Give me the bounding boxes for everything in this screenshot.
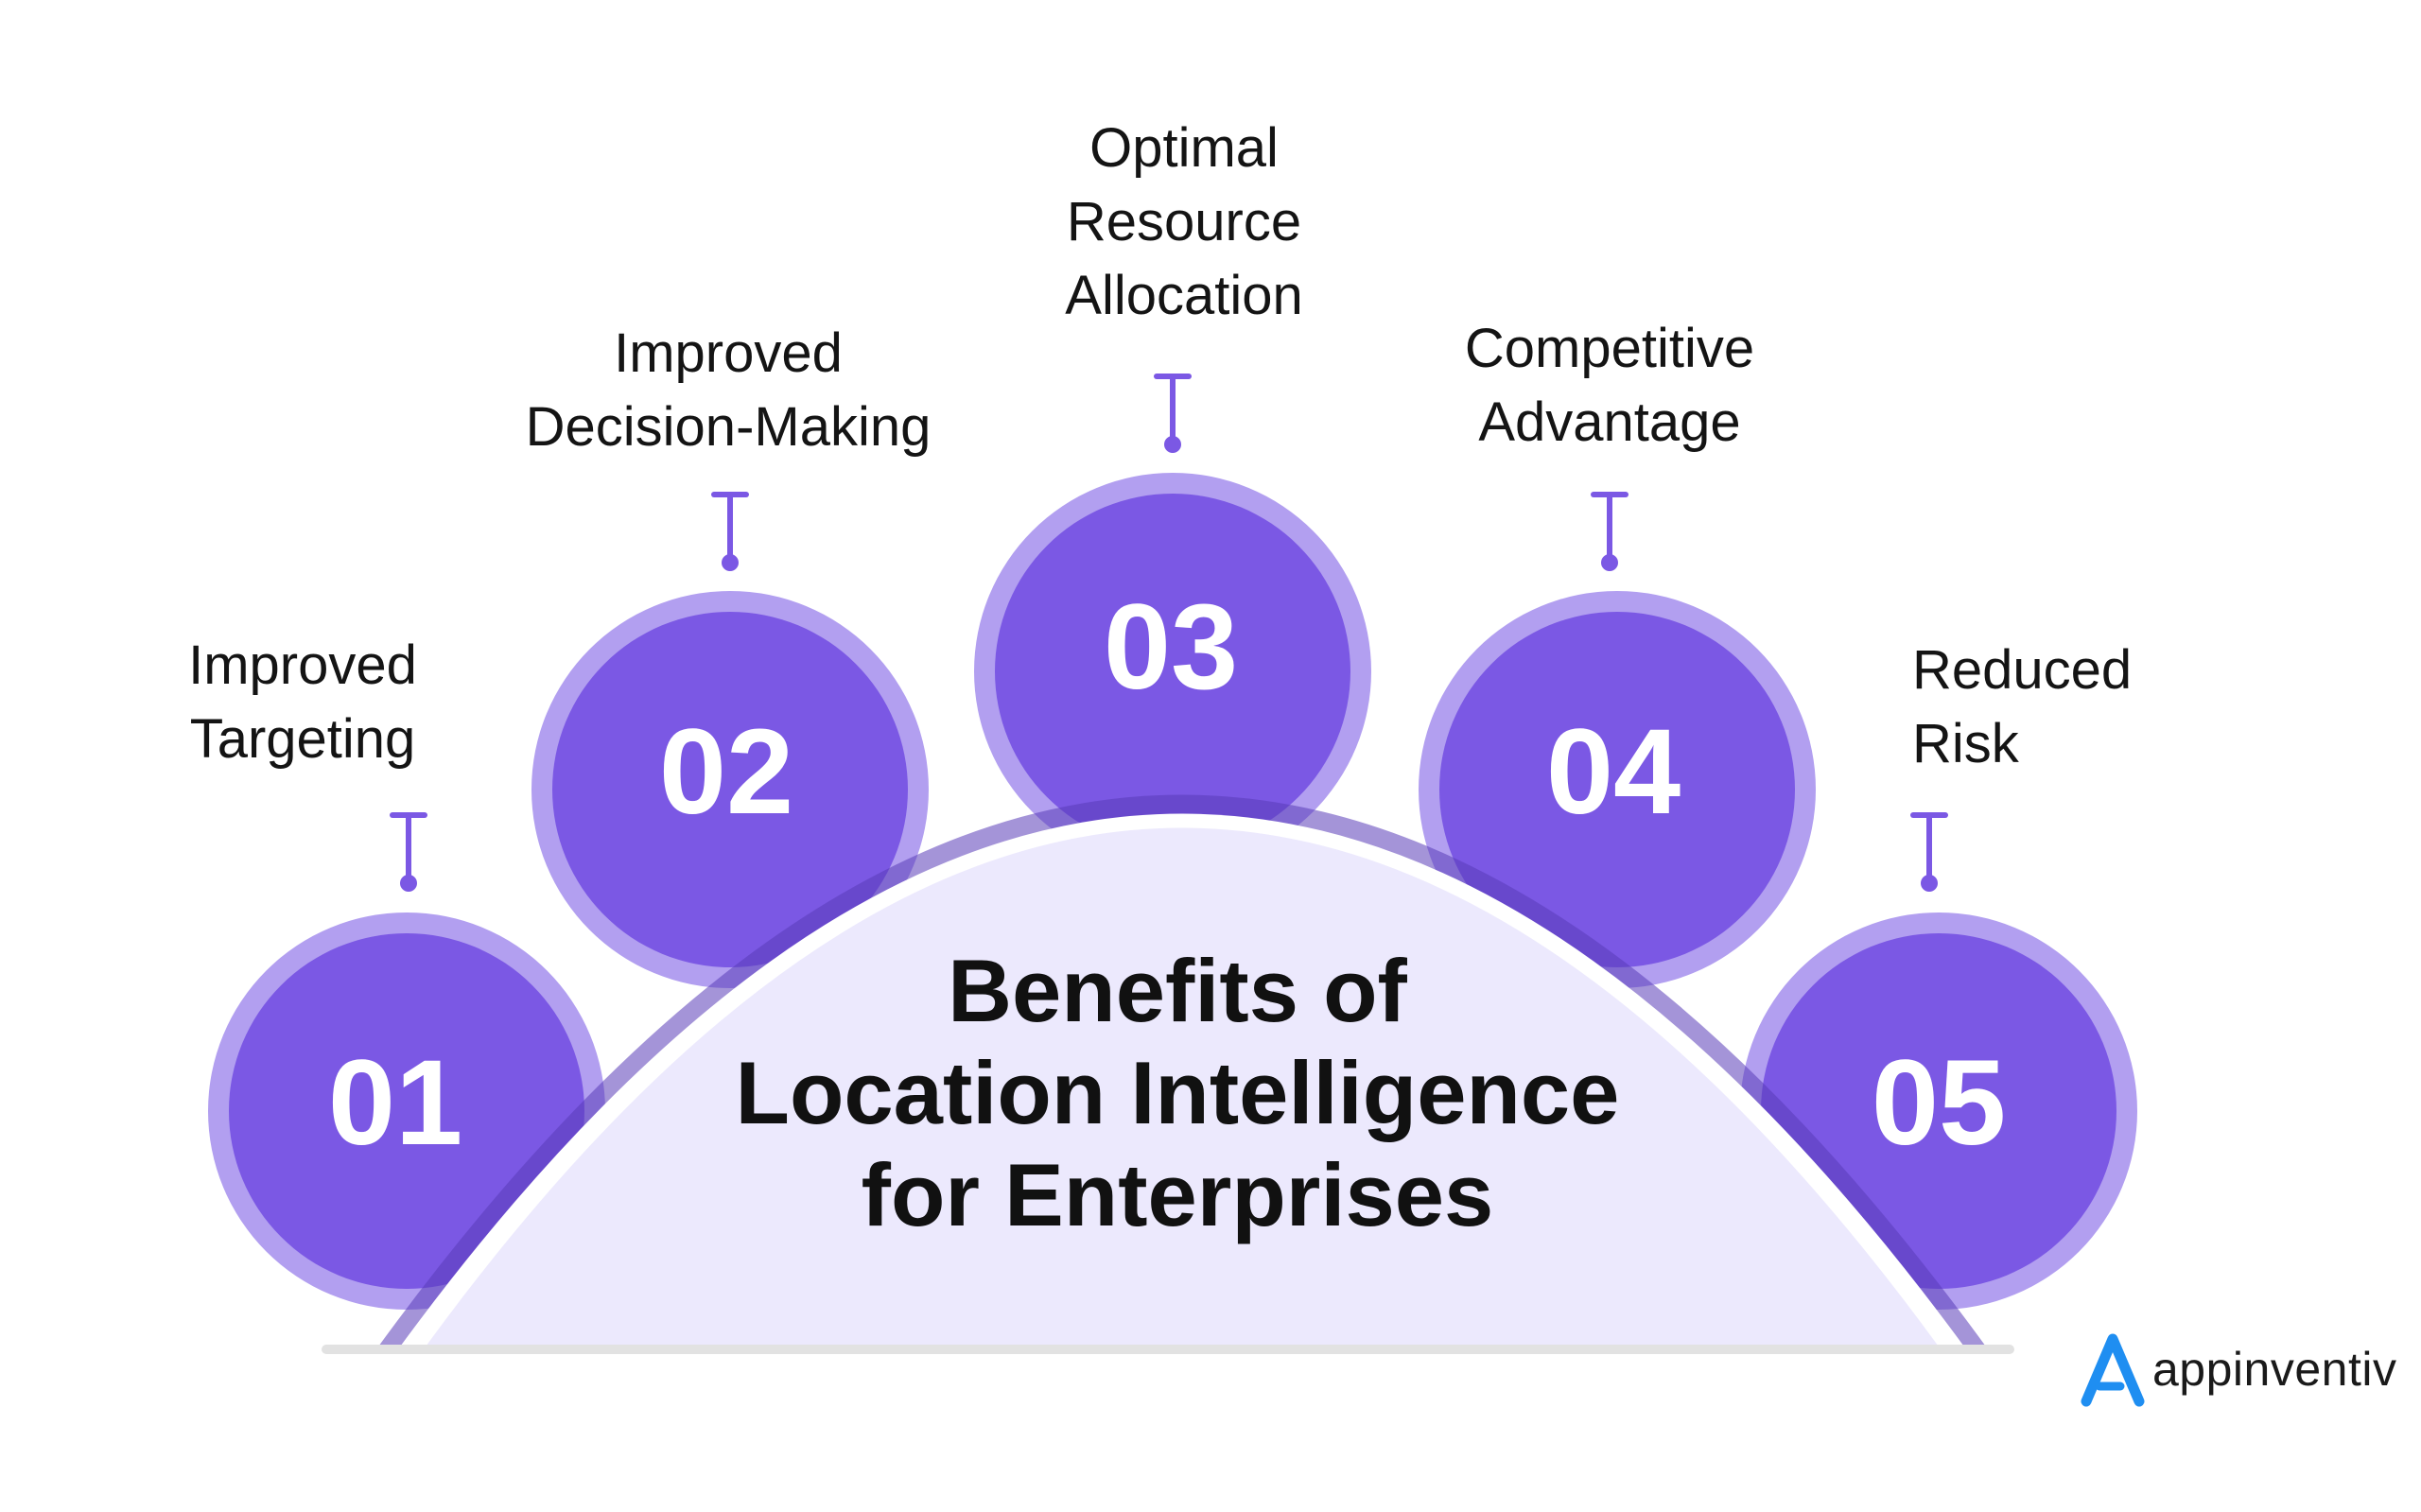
step-label-03-line-1: Optimal bbox=[1089, 117, 1279, 179]
title-line-2: Location Intelligence bbox=[736, 1043, 1620, 1142]
connector-05 bbox=[1910, 812, 1948, 892]
connector-02 bbox=[711, 492, 749, 571]
connector-01 bbox=[390, 812, 427, 892]
step-label-02: Improved Decision-Making bbox=[526, 317, 932, 464]
appinventiv-logo-icon bbox=[2081, 1333, 2145, 1407]
center-dome bbox=[395, 813, 1969, 1353]
step-number-04: 04 bbox=[1546, 704, 1681, 840]
step-label-01-line-1: Improved bbox=[188, 634, 417, 696]
logo-text: appinventiv bbox=[2152, 1343, 2397, 1396]
step-label-03-line-3: Allocation bbox=[1065, 265, 1303, 326]
step-circle-03 bbox=[974, 473, 1371, 870]
base-line bbox=[322, 1345, 2014, 1354]
step-circle-04 bbox=[1419, 591, 1816, 988]
step-label-05-line-2: Risk bbox=[1912, 713, 2019, 774]
step-number-02: 02 bbox=[659, 704, 793, 840]
connector-03 bbox=[1154, 374, 1192, 453]
step-label-01: Improved Targeting bbox=[188, 629, 417, 776]
step-label-04: Competitive Advantage bbox=[1465, 312, 1754, 460]
step-label-04-line-1: Competitive bbox=[1464, 318, 1755, 379]
connectors bbox=[390, 374, 1948, 892]
step-label-02-line-1: Improved bbox=[614, 322, 843, 384]
dome-shadow-band bbox=[374, 794, 1991, 1353]
step-number-05: 05 bbox=[1872, 1035, 2006, 1171]
step-label-03: Optimal Resource Allocation bbox=[1065, 112, 1302, 333]
title-line-3: for Enterprises bbox=[862, 1145, 1494, 1244]
appinventiv-logo: appinventiv bbox=[2079, 1331, 2396, 1407]
step-label-03-line-2: Resource bbox=[1066, 191, 1302, 252]
step-label-05-line-1: Reduced bbox=[1912, 639, 2133, 701]
step-label-05: Reduced Risk bbox=[1912, 634, 2132, 781]
connector-04 bbox=[1591, 492, 1629, 571]
step-circle-02 bbox=[531, 591, 929, 988]
step-label-01-line-2: Targeting bbox=[189, 708, 416, 770]
step-label-04-line-2: Advantage bbox=[1478, 391, 1741, 453]
step-number-01: 01 bbox=[328, 1035, 462, 1171]
step-number-03: 03 bbox=[1104, 580, 1238, 715]
step-label-02-line-2: Decision-Making bbox=[525, 396, 932, 458]
title-line-1: Benefits of bbox=[948, 941, 1407, 1040]
